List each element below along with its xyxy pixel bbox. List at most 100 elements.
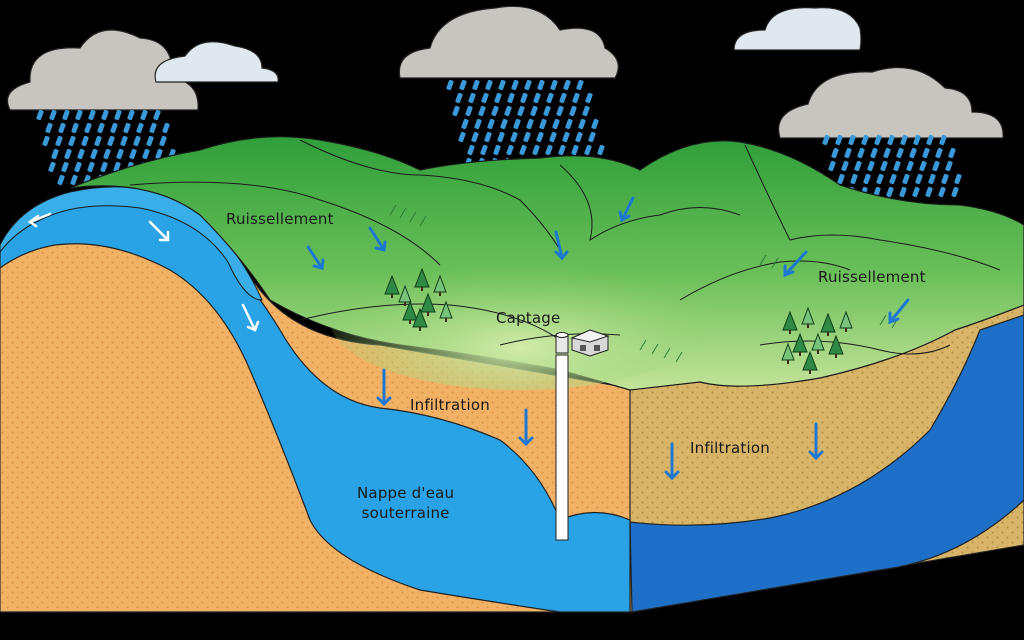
raindrop: [571, 92, 581, 104]
raindrop: [93, 135, 103, 147]
raindrop: [471, 79, 481, 91]
raindrop: [918, 160, 928, 172]
arrow-down-icon: [554, 230, 569, 261]
raindrop: [99, 161, 109, 173]
raindrop: [479, 144, 489, 156]
raindrop: [497, 79, 507, 91]
raindrop: [538, 118, 548, 130]
arrow-down-icon: [518, 408, 534, 447]
raindrop: [96, 122, 106, 134]
raindrop: [535, 131, 545, 143]
arrow-down-icon: [888, 298, 910, 325]
raindrop: [57, 122, 67, 134]
cloud-icon: [778, 66, 1004, 139]
raindrop: [523, 79, 533, 91]
raindrop: [853, 160, 863, 172]
raindrop: [596, 144, 606, 156]
raindrop: [908, 147, 918, 159]
raindrop: [568, 105, 578, 117]
raindrop: [924, 186, 934, 198]
raindrop: [113, 109, 123, 121]
raindrop: [512, 118, 522, 130]
raindrop: [122, 122, 132, 134]
raindrop: [840, 160, 850, 172]
well-icon: [555, 332, 569, 541]
raindrop: [132, 135, 142, 147]
raindrop: [56, 174, 66, 186]
raindrop: [901, 173, 911, 185]
raindrop: [885, 186, 895, 198]
raindrop: [44, 122, 54, 134]
raindrop: [849, 173, 859, 185]
cloud-icon: [398, 5, 619, 79]
raindrop: [510, 79, 520, 91]
raindrop: [545, 92, 555, 104]
raindrop: [102, 148, 112, 160]
raindrop: [499, 118, 509, 130]
raindrop: [119, 135, 129, 147]
raindrop: [536, 79, 546, 91]
raindrop: [69, 174, 79, 186]
raindrop: [145, 135, 155, 147]
raindrop: [148, 122, 158, 134]
raindrop: [47, 161, 57, 173]
raindrop: [947, 147, 957, 159]
raindrop: [70, 122, 80, 134]
raindrop: [895, 147, 905, 159]
raindrop: [564, 118, 574, 130]
raindrop: [583, 144, 593, 156]
cloud-icon: [733, 7, 862, 51]
raindrop: [830, 147, 840, 159]
raindrop: [561, 131, 571, 143]
raindrop: [503, 105, 513, 117]
raindrop: [882, 147, 892, 159]
raindrop: [940, 173, 950, 185]
raindrop: [161, 122, 171, 134]
raindrop: [158, 135, 168, 147]
runoff-arrows: [306, 196, 910, 325]
raindrop: [505, 144, 515, 156]
raindrop: [574, 131, 584, 143]
raindrop: [460, 118, 470, 130]
raindrop: [827, 160, 837, 172]
infiltration-arrows: [376, 368, 824, 481]
label-infiltration-right: Infiltration: [690, 439, 770, 457]
raindrop: [76, 148, 86, 160]
raindrop: [542, 105, 552, 117]
raindrop: [74, 109, 84, 121]
raindrop: [905, 160, 915, 172]
raindrop: [866, 160, 876, 172]
raindrop: [898, 186, 908, 198]
raindrop: [516, 105, 526, 117]
raindrop: [525, 118, 535, 130]
arrow-down-icon: [148, 220, 170, 242]
raindrop: [551, 118, 561, 130]
raindrop: [555, 105, 565, 117]
raindrop: [466, 144, 476, 156]
raindrop: [875, 173, 885, 185]
rain-icon: [445, 79, 606, 169]
raindrop: [496, 131, 506, 143]
label-aquifer: Nappe d'eau souterraine: [357, 484, 455, 523]
label-runoff-right: Ruissellement: [818, 268, 926, 286]
raindrop: [139, 109, 149, 121]
raindrop: [562, 79, 572, 91]
raindrop: [558, 92, 568, 104]
raindrop: [921, 147, 931, 159]
raindrop: [581, 105, 591, 117]
raindrop: [484, 79, 494, 91]
raindrop: [457, 131, 467, 143]
raindrop: [953, 173, 963, 185]
raindrop: [518, 144, 528, 156]
arrow-down-icon: [808, 422, 824, 461]
raindrop: [911, 186, 921, 198]
raindrop: [128, 148, 138, 160]
raindrop: [483, 131, 493, 143]
label-infiltration-left: Infiltration: [410, 396, 490, 414]
raindrop: [61, 109, 71, 121]
raindrop: [944, 160, 954, 172]
raindrop: [109, 122, 119, 134]
raindrop: [141, 148, 151, 160]
raindrop: [548, 131, 558, 143]
raindrop: [931, 160, 941, 172]
